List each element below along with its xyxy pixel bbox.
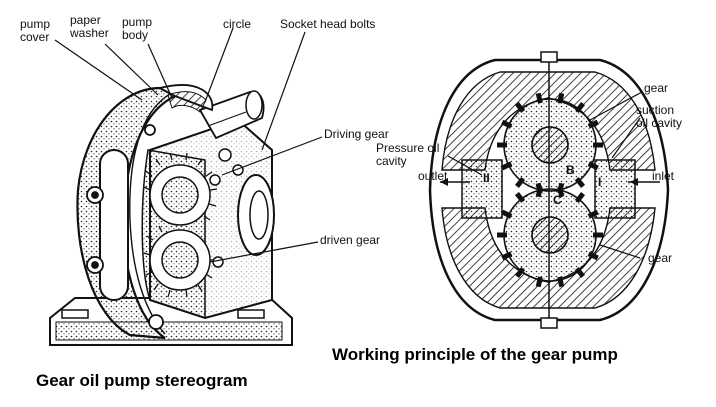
- gear-tooth: [501, 209, 513, 219]
- label-region-I: I: [598, 175, 602, 189]
- gear-tooth: [587, 251, 599, 261]
- label-gear-top: gear: [644, 81, 669, 95]
- gear-tooth: [515, 102, 526, 113]
- label-paper-washer: paper washer: [70, 13, 109, 40]
- gear-tooth: [515, 192, 526, 203]
- gear-tooth: [535, 276, 543, 288]
- label-pump-cover: pump cover: [20, 17, 51, 44]
- gear-tooth: [574, 102, 585, 113]
- label-driving-gear: Driving gear: [324, 127, 389, 141]
- gear-tooth: [574, 177, 585, 188]
- gear-tooth: [587, 161, 599, 171]
- gear-tooth: [587, 209, 599, 219]
- label-pressure-oil-cavity: Pressure oil cavity: [376, 141, 440, 168]
- label-inlet: inlet: [652, 169, 675, 183]
- gear-tooth: [515, 267, 526, 278]
- principle-leaders: [447, 91, 643, 259]
- label-pump-body: pump body: [122, 15, 153, 42]
- caption-working-principle: Working principle of the gear pump: [332, 345, 618, 364]
- gear-tooth: [557, 92, 565, 104]
- gear-tooth: [535, 182, 543, 194]
- gear-tooth: [574, 267, 585, 278]
- caption-stereogram: Gear oil pump stereogram: [36, 371, 248, 390]
- label-region-II: II: [483, 171, 490, 185]
- gear-tooth: [587, 119, 599, 129]
- gear-tooth: [557, 182, 565, 194]
- gear-tooth: [535, 92, 543, 104]
- label-suction-oil-cavity: suction oil cavity: [636, 103, 683, 130]
- gear-tooth: [574, 192, 585, 203]
- label-socket-head-bolts: Socket head bolts: [280, 17, 376, 31]
- gear-tooth: [557, 276, 565, 288]
- label-outlet: outlet: [418, 169, 448, 183]
- gear-tooth: [501, 119, 513, 129]
- gear-tooth: [501, 161, 513, 171]
- label-driven-gear: driven gear: [320, 233, 381, 247]
- label-circle: circle: [223, 17, 252, 31]
- stereogram-drawing: [49, 84, 293, 346]
- stereogram-leaders: [54, 27, 323, 263]
- label-gear-bottom: gear: [648, 251, 673, 265]
- gear-tooth: [515, 177, 526, 188]
- gear-tooth: [501, 251, 513, 261]
- label-point-C: C: [553, 193, 562, 207]
- working-principle-drawing: [428, 51, 670, 329]
- label-point-B: B: [566, 163, 575, 177]
